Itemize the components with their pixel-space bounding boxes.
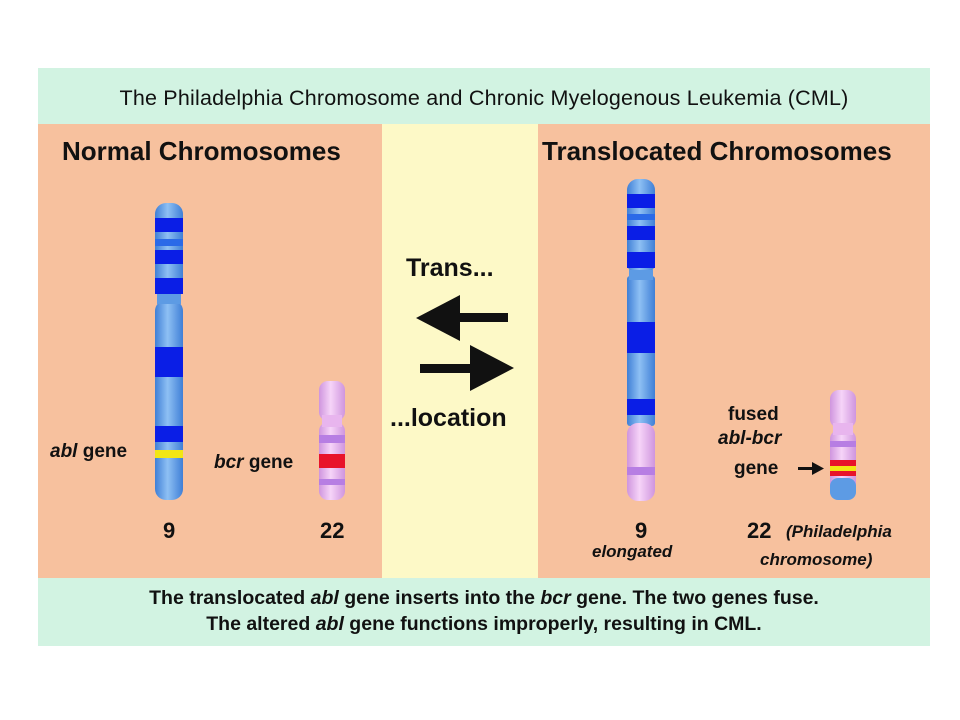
fused-label-line3: gene (734, 458, 779, 479)
abl-gene-band (155, 450, 183, 458)
fused-label-line1: fused (728, 404, 779, 425)
pointer-arrow-icon (798, 462, 824, 475)
arrow-right-icon (420, 345, 514, 391)
translocated-chromosomes-panel: Translocated Chromosomes (538, 124, 930, 578)
chromosome-9-number: 9 (163, 518, 176, 543)
normal-heading: Normal Chromosomes (62, 136, 341, 166)
elongated-note: elongated (592, 542, 673, 561)
chromosome-22-philadelphia (830, 390, 856, 500)
elongated-9-number: 9 (635, 518, 648, 543)
translocated-heading: Translocated Chromosomes (542, 136, 892, 166)
chromosome-diagram (155, 179, 856, 501)
location-text: ...location (390, 404, 507, 432)
translocation-arrows (416, 295, 514, 391)
caption-line-1: The translocated abl gene inserts into t… (149, 587, 819, 609)
abl-gene-label: abl gene (50, 441, 128, 462)
figure-caption: The translocated abl gene inserts into t… (38, 578, 930, 646)
chromosome-9-normal (155, 203, 183, 500)
translocation-panel (382, 124, 538, 578)
caption-line-2: The altered abl gene functions improperl… (206, 613, 762, 635)
bcr-gene-label: bcr gene (214, 452, 294, 473)
normal-chromosomes-panel: Normal Chromosomes (38, 124, 382, 578)
figure: The Philadelphia Chromosome and Chronic … (38, 68, 930, 646)
chromosome-22-number: 22 (320, 518, 345, 543)
philadelphia-note-line1: (Philadelphia (786, 522, 892, 541)
philadelphia-note-line2: chromosome) (760, 550, 873, 569)
chromosome-9-elongated (627, 179, 655, 501)
bcr-gene-band (319, 454, 345, 468)
figure-title: The Philadelphia Chromosome and Chronic … (119, 86, 849, 110)
philadelphia-22-number: 22 (747, 518, 772, 543)
arrow-left-icon (416, 295, 508, 341)
chromosome-22-normal (319, 381, 345, 500)
trans-text: Trans... (406, 254, 494, 282)
fused-label-line2: abl-bcr (718, 428, 782, 449)
